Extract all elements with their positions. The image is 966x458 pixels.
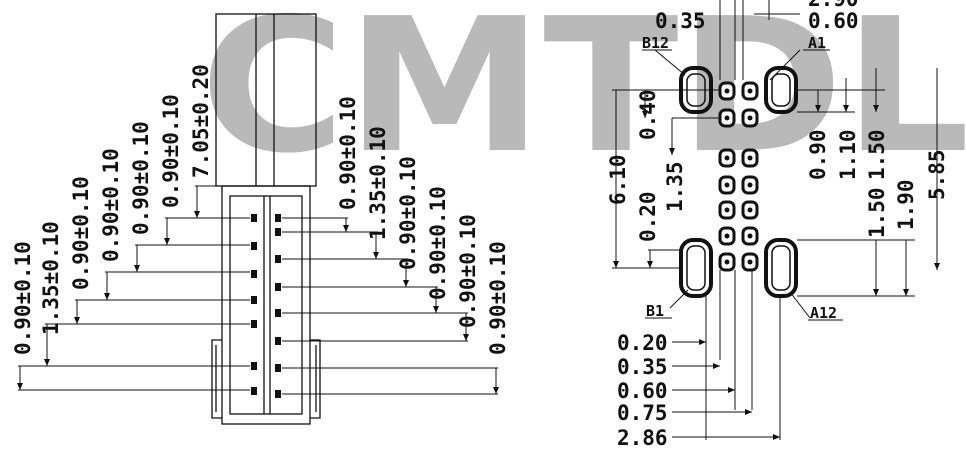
dim-1-50-top: 1.50 xyxy=(865,129,889,180)
dim-right-3: 0.90±0.10 xyxy=(396,156,420,270)
dim-bottom-0-20: 0.20 xyxy=(617,331,668,355)
dim-left-2: 1.35±0.10 xyxy=(39,221,63,335)
dim-0-20: 0.20 xyxy=(636,191,660,242)
left-view-pins xyxy=(251,214,281,398)
pin-label-b1: B1 xyxy=(646,302,664,320)
dim-left-3: 0.90±0.10 xyxy=(69,176,93,290)
pin-label-a1: A1 xyxy=(808,34,826,52)
dim-5-85: 5.85 xyxy=(925,149,949,200)
dim-1-35: 1.35 xyxy=(663,161,687,212)
left-view-connector xyxy=(211,13,321,425)
dim-right-2: 1.35±0.10 xyxy=(366,126,390,240)
dim-bottom-2-86: 2.86 xyxy=(617,426,668,450)
dim-bottom-0-60: 0.60 xyxy=(617,379,668,403)
dim-right-5: 0.90±0.10 xyxy=(456,214,480,328)
dim-0-40: 0.40 xyxy=(636,89,660,140)
dim-right-6: 0.90±0.10 xyxy=(486,241,510,355)
dim-bottom-0-75: 0.75 xyxy=(617,401,668,425)
dim-left-6: 0.90±0.10 xyxy=(159,94,183,208)
dim-top-right-cut: 2.90 xyxy=(808,0,859,11)
dim-1-10: 1.10 xyxy=(836,129,860,180)
watermark: CMTDL xyxy=(200,0,966,194)
dim-right-1: 0.90±0.10 xyxy=(336,96,360,210)
right-view-signal-pads xyxy=(718,81,759,272)
dim-0-90: 0.90 xyxy=(806,129,830,180)
dim-1-90: 1.90 xyxy=(894,179,918,230)
pin-label-a12: A12 xyxy=(810,304,837,322)
dim-6-10: 6.10 xyxy=(606,154,630,205)
left-view-dimension-lines xyxy=(17,185,499,395)
dim-1-50-bottom: 1.50 xyxy=(865,187,889,238)
right-view-dimension-lines xyxy=(612,0,940,440)
dim-left-1: 0.90±0.10 xyxy=(11,241,35,355)
dim-top-7-05: 7.05±0.20 xyxy=(189,64,213,178)
dim-left-4: 0.90±0.10 xyxy=(99,148,123,262)
dim-top-right: 0.60 xyxy=(808,9,859,33)
pin-label-b12: B12 xyxy=(642,34,669,52)
dim-top-left: 0.35 xyxy=(655,9,706,33)
dim-left-5: 0.90±0.10 xyxy=(129,121,153,235)
right-view-pad-centers xyxy=(724,88,753,265)
dim-right-4: 0.90±0.10 xyxy=(426,186,450,300)
dim-bottom-0-35: 0.35 xyxy=(617,355,668,379)
